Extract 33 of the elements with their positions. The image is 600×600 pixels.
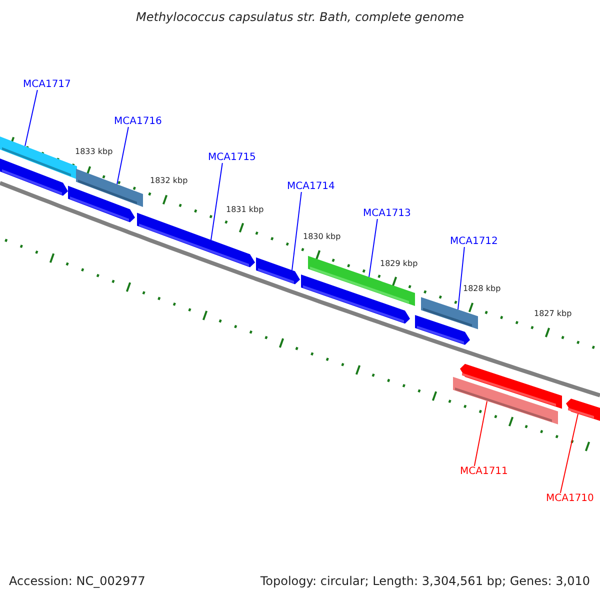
scale-label: 1827 kbp: [534, 310, 572, 319]
gene-label: MCA1711: [460, 466, 508, 477]
scale-label: 1830 kbp: [303, 233, 341, 242]
scale-label: 1828 kbp: [463, 285, 501, 294]
title: Methylococcus capsulatus str. Bath, complete genome: [136, 11, 464, 24]
scale-label: 1832 kbp: [150, 177, 188, 186]
leader-line: [116, 126, 129, 185]
leader-line: [292, 192, 302, 271]
gene-feature-bar: [137, 212, 255, 268]
gene-label: MCA1710: [546, 493, 594, 504]
gene-label: MCA1712: [450, 236, 498, 247]
accession-text: Accession: NC_002977: [9, 575, 146, 588]
gene-label: MCA1714: [287, 181, 335, 192]
gene-feature-bar: [76, 168, 143, 207]
scale-label: 1831 kbp: [226, 206, 264, 215]
gene-label: MCA1715: [208, 152, 256, 163]
leader-line: [24, 90, 38, 147]
gene-feature-bar: [460, 364, 562, 409]
leader-line: [474, 400, 488, 466]
genome-stats-text: Topology: circular; Length: 3,304,561 bp; Genes: 3,010: [260, 575, 590, 588]
gene-feature-bar: [256, 257, 300, 284]
gene-feature-bar: [566, 398, 600, 421]
scale-label: 1833 kbp: [75, 148, 113, 157]
gene-label: MCA1717: [23, 79, 71, 90]
leader-line: [210, 162, 223, 241]
scale-label: 1829 kbp: [380, 260, 418, 269]
gene-label: MCA1713: [363, 208, 411, 219]
leader-line: [560, 413, 578, 494]
gene-feature-bar: [421, 297, 478, 330]
gene-label: MCA1716: [114, 116, 162, 127]
leader-line: [458, 246, 465, 310]
gene-feature-bar: [0, 158, 68, 196]
leader-line: [368, 218, 378, 278]
